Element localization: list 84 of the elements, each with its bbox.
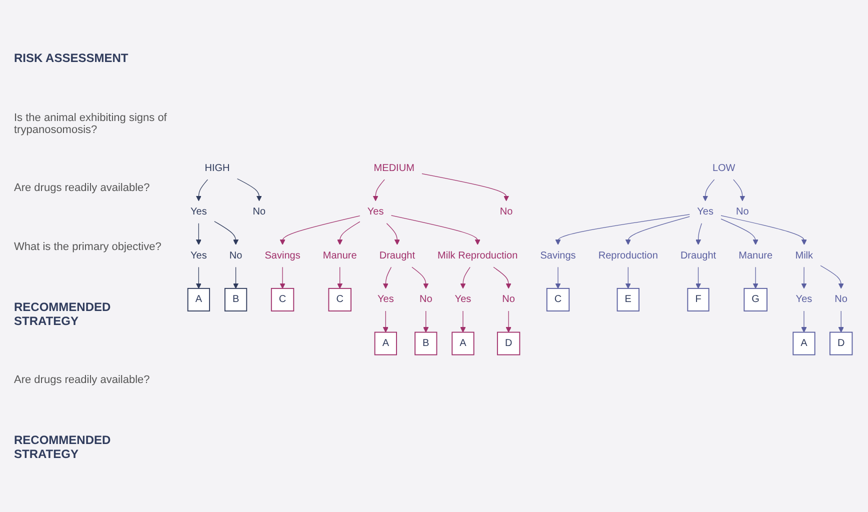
arrow [733,179,746,202]
row-question: What is the primary objective? [14,240,162,253]
arrow [214,221,239,245]
node-box: A [452,332,474,356]
arrow [555,266,561,289]
arrow [337,222,360,245]
arrow [412,266,429,289]
node-box: E [616,288,640,312]
arrow [280,216,360,245]
arrow [752,266,758,289]
node-text: Savings [264,250,300,262]
row-heading: RISK ASSESSMENT [14,51,130,66]
node-text: Yes [796,294,812,305]
node-text: Yes [378,294,394,305]
node-text: Manure [738,250,773,262]
node-box: A [792,332,816,356]
arrow [280,266,286,289]
arrow [696,266,701,289]
node-text: Milk Reproduction [438,250,518,262]
node-text: No [834,294,848,305]
arrow [422,174,510,202]
arrow [382,310,388,333]
arrow [196,179,208,202]
row-question: Is the animal exhibiting signs of trypanosomosis? [14,112,168,136]
node-text: No [502,294,515,305]
node-text: Reproduction [598,250,658,262]
node-text: Yes [190,206,207,218]
arrow [460,310,466,333]
arrow [801,310,807,333]
arrow [390,215,480,245]
node-box: B [414,332,438,356]
arrow [196,223,202,245]
node-text: No [252,206,266,218]
arrow [696,223,702,245]
node-text: Yes [697,206,714,218]
node-text: Draught [680,250,716,262]
node-text: HIGH [204,162,230,174]
node-text: LOW [712,162,736,174]
node-text: Yes [190,250,207,262]
arrow [838,310,844,333]
node-text: MEDIUM [374,162,414,174]
node-text: No [419,294,432,305]
arrow [506,310,512,333]
row-heading: RECOMMENDED STRATEGY [14,432,112,461]
arrow [702,179,715,202]
node-box: F [687,288,710,312]
node-text: No [500,206,513,218]
arrow [720,218,758,245]
node-box: D [496,332,520,356]
arrow [625,216,690,245]
arrow [196,266,202,289]
node-text: No [736,206,749,218]
arrow [460,266,470,289]
arrow [820,265,844,289]
arrow [382,266,392,289]
node-text: No [229,250,242,262]
node-box: D [829,332,853,356]
node-text: Yes [367,206,384,218]
arrow [372,179,385,202]
node-text: Yes [454,294,472,305]
arrow [337,266,343,289]
node-box: A [374,332,397,356]
arrow [236,178,262,202]
row-heading: RECOMMENDED STRATEGY [14,300,112,328]
node-text: Draught [379,250,415,262]
node-box: B [224,288,248,312]
node-box: C [270,288,294,312]
arrow [555,214,690,245]
row-question: Are drugs readily available? [14,182,151,194]
arrow [625,266,631,289]
row-question: Are drugs readily available? [14,374,151,386]
node-box: G [744,288,768,312]
arrow [801,266,807,289]
node-text: Milk [795,250,814,262]
arrow [423,310,429,333]
node-box: C [328,288,352,312]
node-box: A [187,288,210,312]
arrow [386,223,400,245]
node-text: Savings [540,250,576,262]
node-text: Manure [322,250,357,262]
arrow [493,266,512,289]
node-box: C [546,288,570,312]
arrow [233,266,239,289]
arrow [720,215,807,245]
